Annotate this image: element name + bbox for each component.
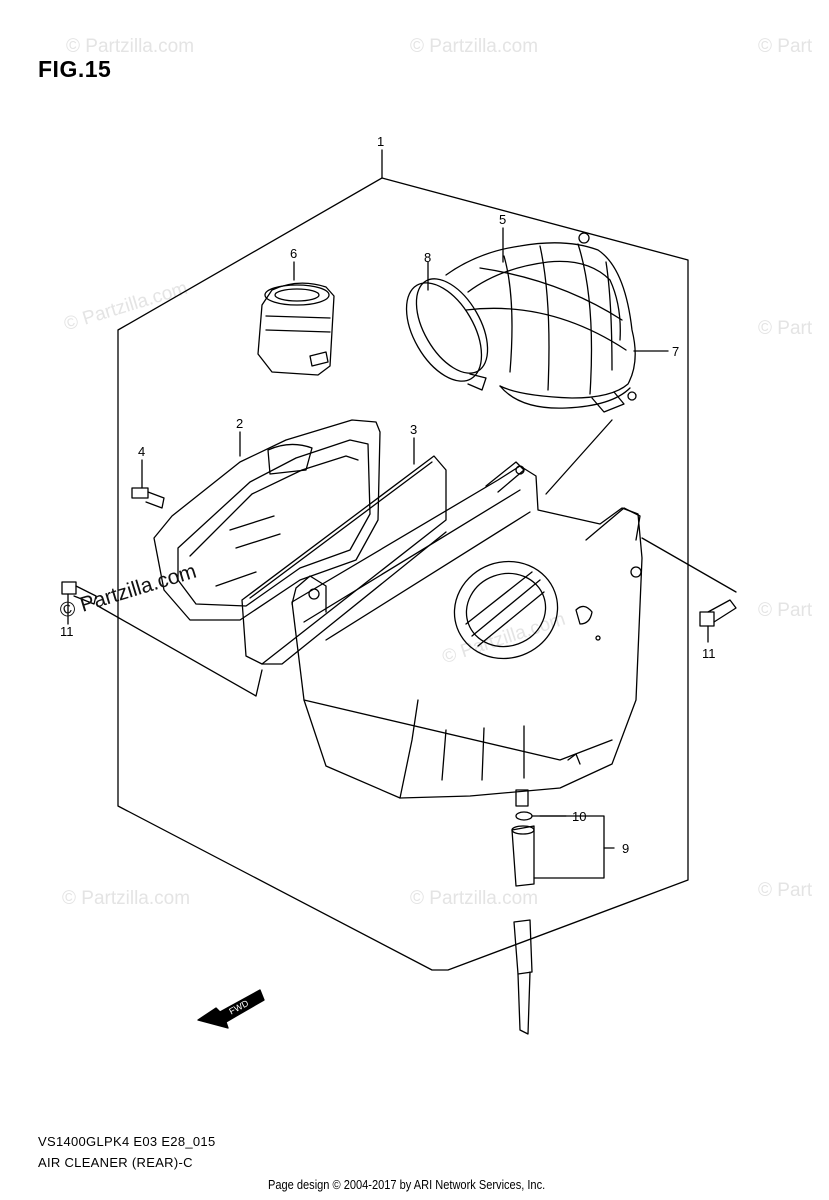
callout-4: 4 [138,444,145,459]
callout-11-left: 11 [60,624,74,639]
callout-5: 5 [499,212,506,227]
figure-title: FIG.15 [38,56,112,82]
leader-11-left [97,605,263,697]
diagram-subtitle: AIR CLEANER (REAR)-C [38,1155,193,1170]
leader-7b [545,419,613,495]
part-8-clamp [405,261,489,391]
watermark: © Partzilla.com [410,888,539,909]
leader-9 [533,815,605,879]
watermark: © Part [758,318,813,339]
callout-11-right: 11 [702,646,716,661]
assembly-boundary [117,177,689,971]
part-4-bolt [131,459,165,509]
fwd-arrow [197,989,265,1029]
part-11-bolt-right [699,599,737,643]
callout-6: 6 [290,246,297,261]
leader-11-right [641,537,737,593]
part-11-bolt-left [61,581,97,625]
part-3-filter [241,437,447,665]
diagram-code: VS1400GLPK4 E03 E28_015 [38,1134,216,1149]
part-9-drain-hose [511,789,535,1035]
callout-3: 3 [410,422,417,437]
callout-9: 9 [622,841,629,856]
part-6-duct [257,261,335,376]
callout-8: 8 [424,250,431,265]
callout-10: 10 [572,809,586,824]
air-cleaner-housing [291,461,643,799]
callout-1: 1 [377,134,384,149]
part-7-intake-pipe [445,232,637,413]
watermark: © Part [758,600,813,621]
watermark: © Partzilla.com [66,36,195,57]
callout-2: 2 [236,416,243,431]
watermark: © Partzilla.com [62,888,191,909]
callout-7: 7 [672,344,679,359]
page-credit: Page design © 2004-2017 by ARI Network S… [268,1177,546,1192]
watermark: © Part [758,880,813,901]
watermark: © Partzilla.com [410,36,539,57]
watermark: © Part [758,36,813,57]
part-2-cover [153,419,381,621]
